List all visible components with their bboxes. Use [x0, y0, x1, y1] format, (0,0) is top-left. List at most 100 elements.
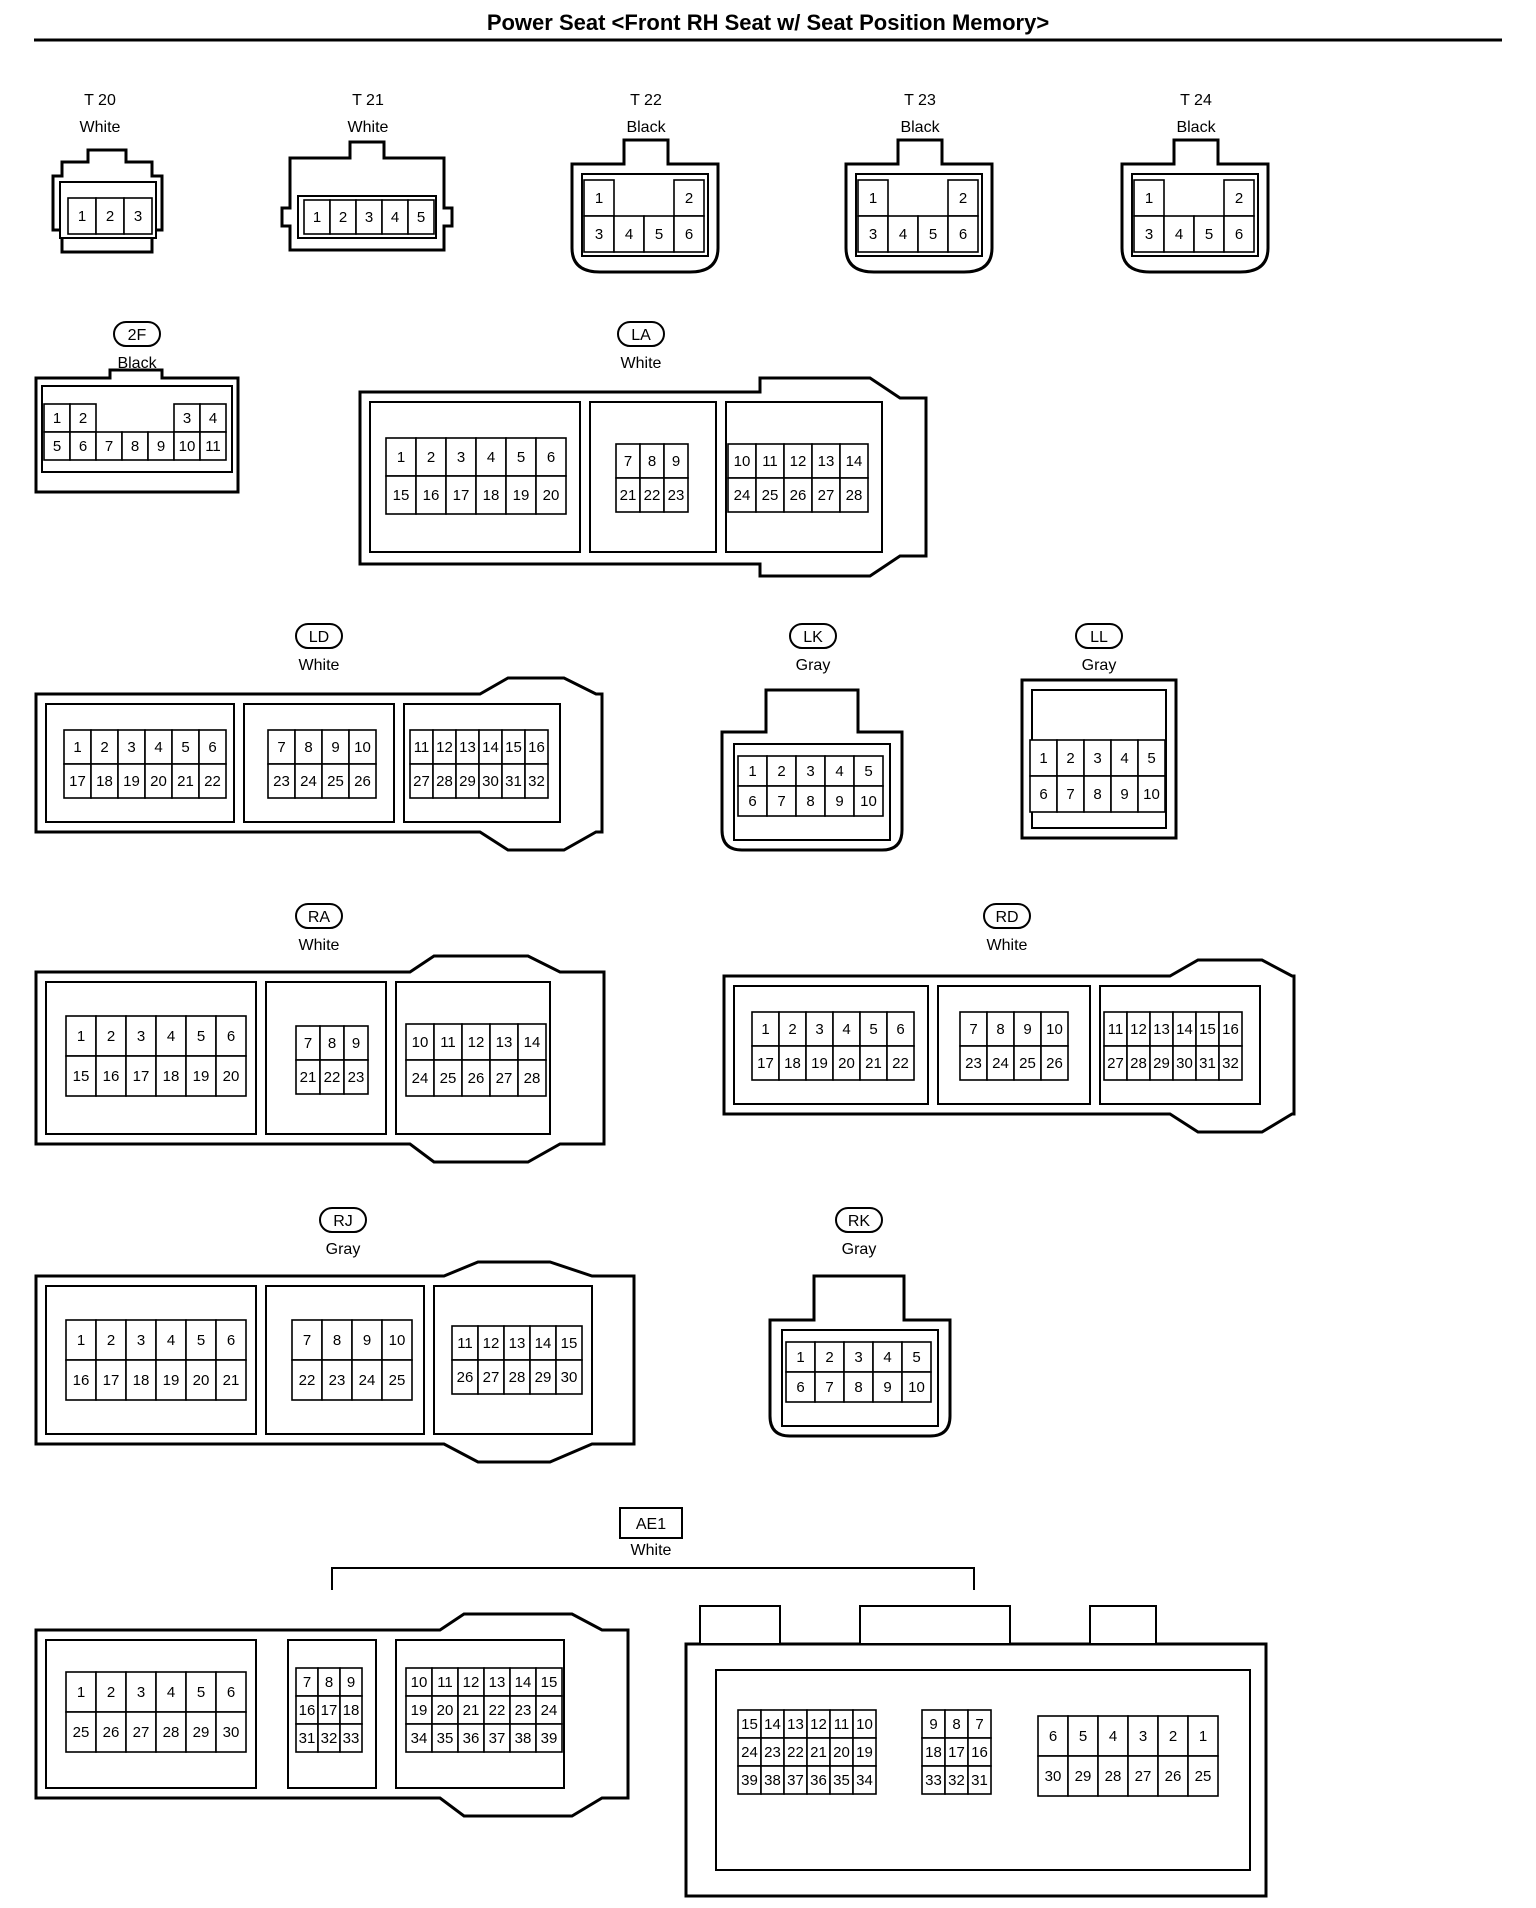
connector-ae1-badge [619, 1507, 683, 1539]
ae1-pin-32: 32 [321, 1730, 338, 1747]
la-pin-13: 13 [818, 453, 835, 470]
la-pin-23: 23 [668, 487, 685, 504]
connector-la-color: White [621, 355, 662, 372]
la-pin-22: 22 [644, 487, 661, 504]
t23-pin-cell [857, 179, 889, 217]
rd-pin-cell [859, 1011, 888, 1047]
t20-pin-1: 1 [78, 208, 86, 225]
ra-pin-8: 8 [328, 1035, 336, 1052]
rd-pin-20: 20 [838, 1055, 855, 1072]
ae1-pin-26: 26 [103, 1724, 120, 1741]
ae1-pin-9: 9 [929, 1716, 937, 1733]
ll-pin-cell [1056, 775, 1085, 813]
ld-pin-2: 2 [100, 739, 108, 756]
2f-pin-cell [147, 431, 175, 461]
ld-pin-cell [63, 763, 92, 799]
connector-ld-color: White [299, 657, 340, 674]
t24-pin-cell [1223, 215, 1255, 253]
ll-pin-8: 8 [1093, 786, 1101, 803]
la-pin-17: 17 [453, 487, 470, 504]
ae1-pin-27: 27 [1135, 1768, 1152, 1785]
ld-pin-cell [524, 763, 549, 799]
rk-pin-cell [872, 1371, 903, 1403]
ra-pin-cell [65, 1015, 97, 1057]
t22-pin-3: 3 [595, 226, 603, 243]
rj-pin-11: 11 [457, 1335, 473, 1352]
lk-pin-5: 5 [864, 763, 872, 780]
2f-pin-9: 9 [157, 438, 165, 455]
la-pin-2: 2 [427, 449, 435, 466]
connector-lk-color: Gray [796, 657, 831, 674]
2f-pin-4: 4 [209, 410, 217, 427]
t22-pin-cell [583, 179, 615, 217]
connector-ae1-color: White [631, 1542, 672, 1559]
rj-pin-cell [155, 1359, 187, 1401]
connector-lk-badge [789, 623, 837, 649]
rd-pin-4: 4 [842, 1021, 850, 1038]
lk-pin-cell [853, 785, 884, 817]
ld-pin-cell [144, 729, 173, 765]
ll-pin-7: 7 [1066, 786, 1074, 803]
rk-pin-7: 7 [825, 1379, 833, 1396]
rj-pin-30: 30 [561, 1369, 578, 1386]
ae1-pin-16: 16 [299, 1702, 316, 1719]
rd-pin-17: 17 [757, 1055, 774, 1072]
connector-2f-color: Black [117, 355, 157, 372]
rd-pin-cell [1218, 1045, 1243, 1081]
ra-pin-cell [489, 1059, 519, 1097]
ra-pin-cell [461, 1059, 491, 1097]
ll-pin-5: 5 [1147, 750, 1155, 767]
ld-pin-cell [294, 729, 323, 765]
rd-pin-22: 22 [892, 1055, 909, 1072]
rj-pin-18: 18 [133, 1372, 150, 1389]
rk-pin-3: 3 [854, 1349, 862, 1366]
ae1-pin-33: 33 [343, 1730, 360, 1747]
t22-pin-6: 6 [685, 226, 693, 243]
ra-pin-cell [295, 1059, 321, 1095]
ae1-pin-4: 4 [167, 1684, 175, 1701]
rj-pin-24: 24 [359, 1372, 376, 1389]
2f-pin-cell [69, 403, 97, 433]
ae1-pin-37: 37 [489, 1730, 506, 1747]
ra-pin-4: 4 [167, 1028, 175, 1045]
t22-pin-cell [583, 215, 615, 253]
t20-pin-2: 2 [106, 208, 114, 225]
la-pin-cell [811, 477, 841, 513]
ae1-pin-38: 38 [764, 1772, 781, 1789]
2f-pin-1: 1 [53, 410, 61, 427]
connector-ld-badge [295, 623, 343, 649]
rj-pin-cell [503, 1325, 531, 1361]
2f-pin-2: 2 [79, 410, 87, 427]
rd-pin-32: 32 [1222, 1055, 1239, 1072]
ra-pin-6: 6 [227, 1028, 235, 1045]
ra-pin-15: 15 [73, 1068, 90, 1085]
ae1-pin-25: 25 [73, 1724, 90, 1741]
la-pin-cell [783, 477, 813, 513]
t21-pin-3: 3 [365, 209, 373, 226]
t24-pin-cell [1133, 215, 1165, 253]
ra-pin-13: 13 [496, 1034, 513, 1051]
t20-pin-3: 3 [134, 208, 142, 225]
connector-rk-badge [835, 1207, 883, 1233]
lk-pin-cell [737, 785, 768, 817]
rk-pin-10: 10 [908, 1379, 925, 1396]
rj-pin-25: 25 [389, 1372, 406, 1389]
ae1-pin-15: 15 [541, 1674, 558, 1691]
ld-pin-13: 13 [459, 739, 476, 756]
rk-pin-8: 8 [854, 1379, 862, 1396]
ae1-pin-cell [1037, 1715, 1069, 1757]
rd-pin-27: 27 [1107, 1055, 1124, 1072]
connector-ae1-id: AE1 [636, 1516, 666, 1533]
ld-pin-21: 21 [177, 773, 194, 790]
rj-pin-12: 12 [483, 1335, 500, 1352]
la-pin-10: 10 [734, 453, 751, 470]
ae1-pin-34: 34 [856, 1772, 873, 1789]
rk-pin-cell [843, 1371, 874, 1403]
